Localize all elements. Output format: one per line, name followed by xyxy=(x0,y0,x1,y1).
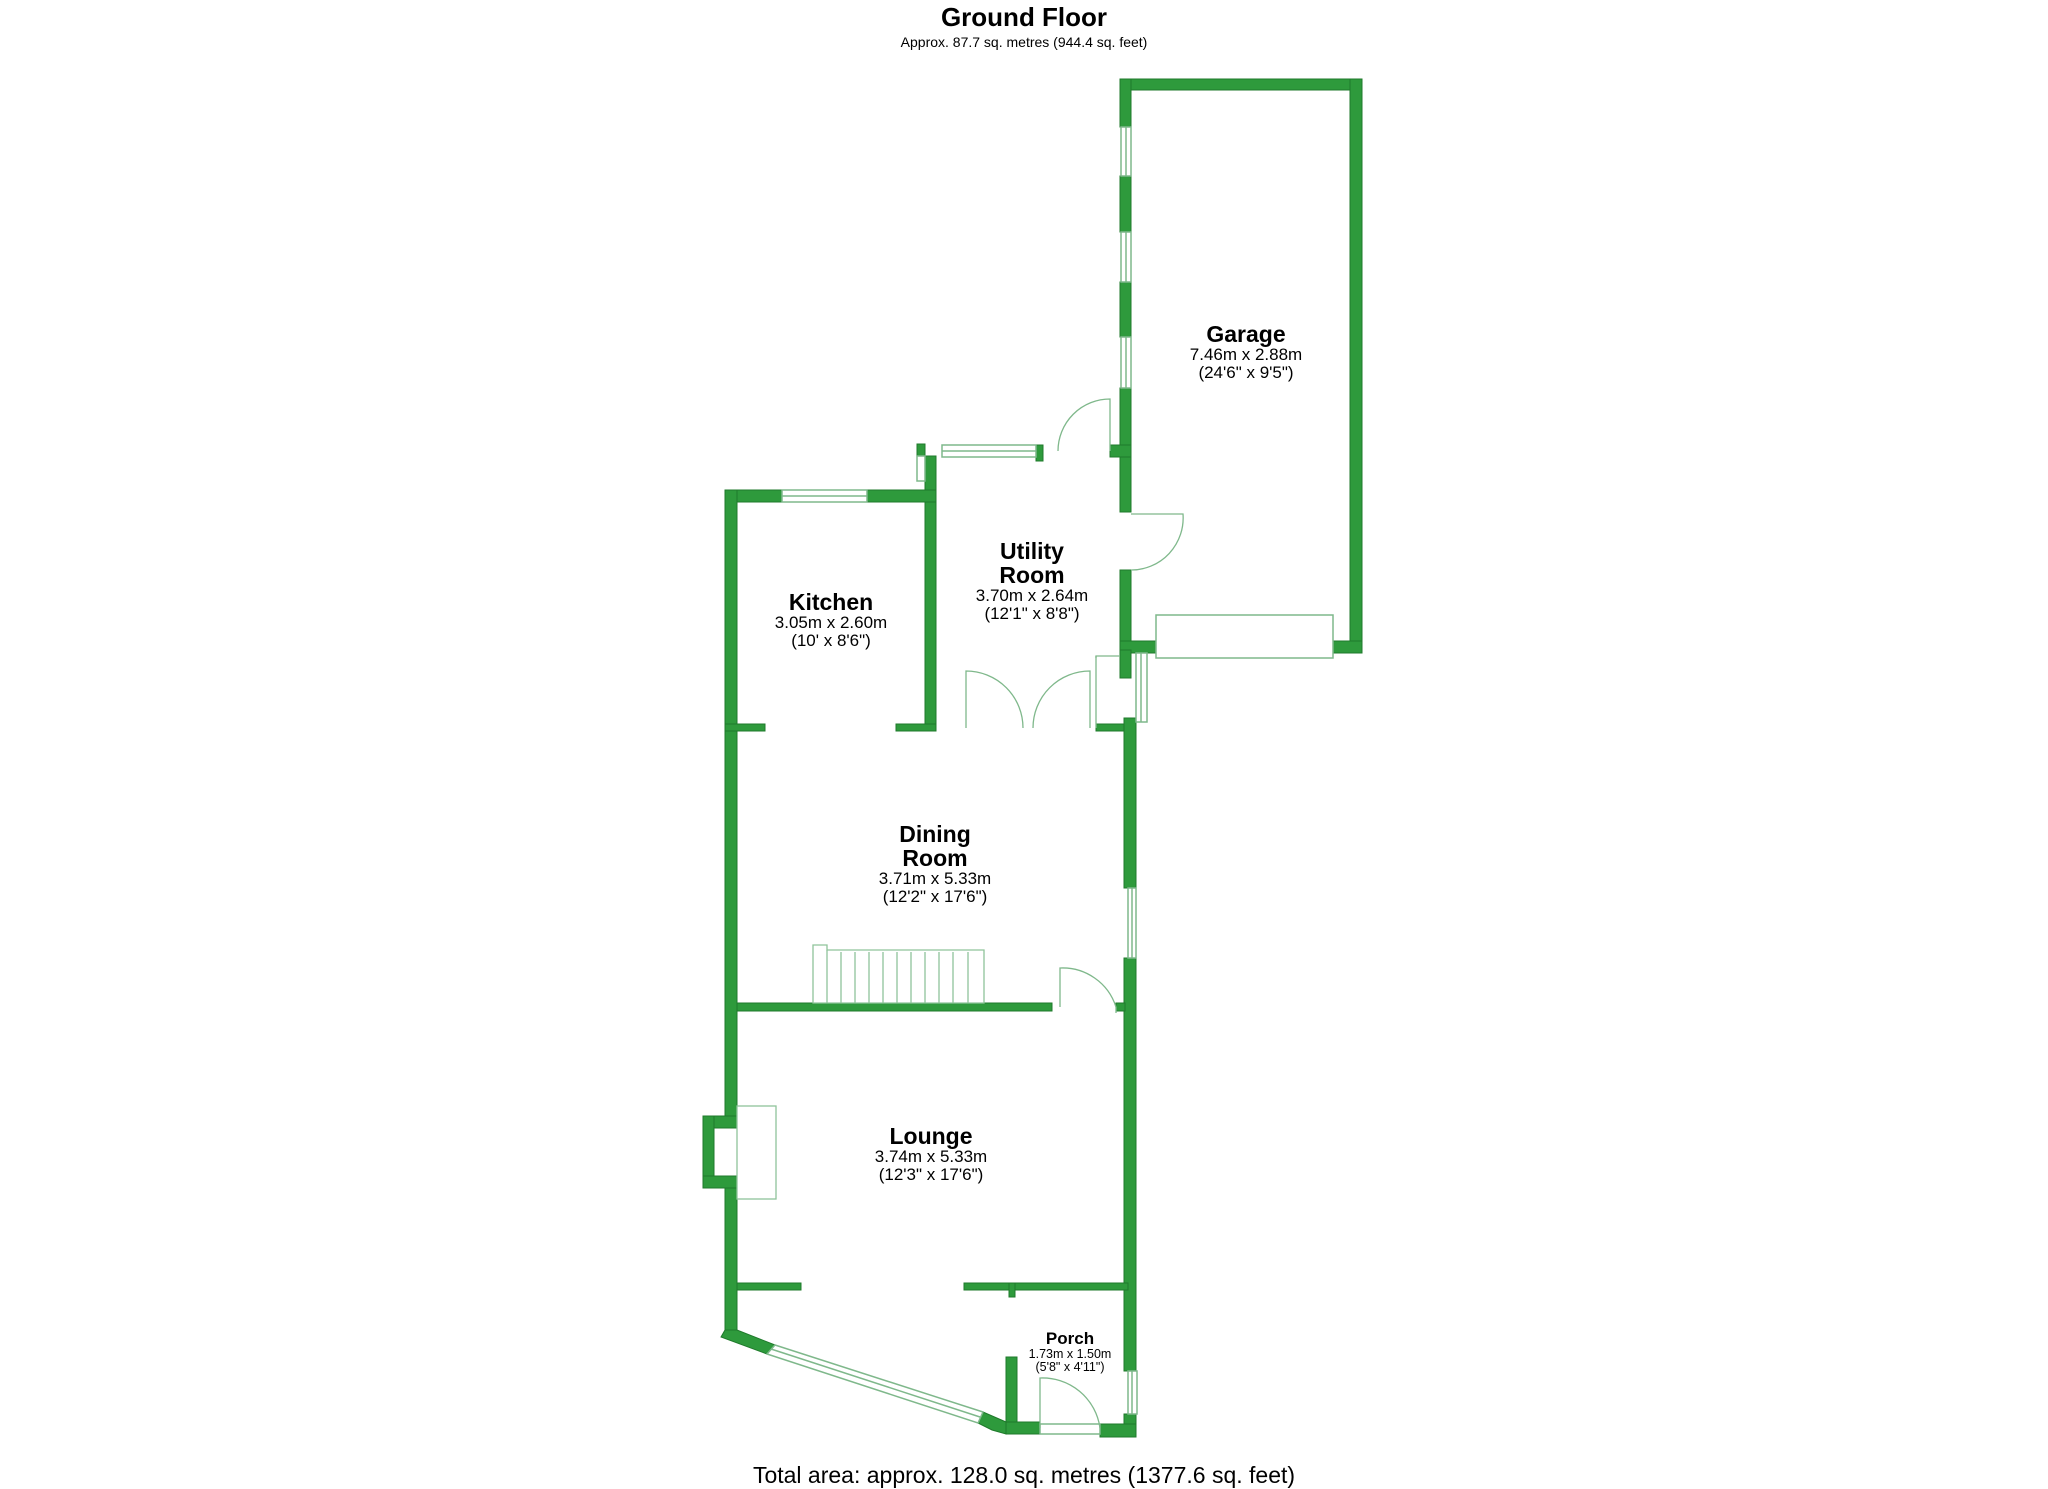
east-wall-1 xyxy=(1123,717,1137,889)
room-label-kitchen: Kitchen 3.05m x 2.60m (10' x 8'6") xyxy=(737,590,925,650)
bay-wall-corner-left xyxy=(720,1329,776,1355)
kitchen-wall-bottom-left xyxy=(724,723,766,732)
floor-title: Ground Floor xyxy=(940,2,1108,32)
room-name-line2: Room xyxy=(999,562,1065,589)
utility-back-door xyxy=(1057,398,1111,452)
room-imperial: (24'6" x 9'5") xyxy=(1198,362,1294,382)
utility-window-corner xyxy=(916,455,926,482)
kitchen-wall-top-right xyxy=(866,489,937,503)
room-imperial: (12'2" x 17'6") xyxy=(882,887,988,907)
kitchen-wall-bottom-right xyxy=(895,723,937,732)
room-name: Garage xyxy=(1206,321,1286,347)
lounge-door xyxy=(1059,967,1117,1013)
utility-wall-right-lower xyxy=(1119,649,1132,679)
room-name-line1: Utility xyxy=(1000,538,1064,564)
lounge-wall-bottom-left xyxy=(736,1282,802,1291)
garage-wall-left-3 xyxy=(1119,281,1132,338)
room-metric: 3.05m x 2.60m xyxy=(774,613,888,633)
utility-side-door xyxy=(1095,655,1120,728)
garage-wall-bottom-right xyxy=(1332,640,1363,654)
porch-wall-bottom-left xyxy=(1005,1421,1041,1435)
room-imperial: (10' x 8'6") xyxy=(791,630,871,650)
floor-area: Approx. 87.7 sq. metres (944.4 sq. feet) xyxy=(900,34,1148,50)
garage-internal-door xyxy=(1130,513,1184,571)
west-wall-lower xyxy=(724,1185,738,1338)
porch-wall-bottom-right xyxy=(1099,1423,1137,1438)
room-name-line2: Room xyxy=(902,845,968,872)
utility-wall-pier xyxy=(1109,444,1132,458)
staircase-outline xyxy=(812,944,985,1004)
total-area: Total area: approx. 128.0 sq. metres (13… xyxy=(752,1462,1296,1488)
utility-wall-top-mid xyxy=(916,443,926,457)
fireplace-hearth xyxy=(736,1105,777,1200)
porch-door xyxy=(1039,1377,1101,1429)
bay-window xyxy=(765,1344,985,1424)
room-label-porch: Porch 1.73m x 1.50m (5'8" x 4'11") xyxy=(1014,1330,1126,1374)
porch-wall-stub xyxy=(1008,1282,1016,1298)
garage-door xyxy=(1155,614,1334,659)
room-imperial: (5'8" x 4'11") xyxy=(1035,1359,1105,1374)
room-name: Kitchen xyxy=(788,589,874,615)
west-wall-upper xyxy=(724,489,738,1119)
room-metric: 1.73m x 1.50m xyxy=(1028,1346,1112,1361)
east-wall-2 xyxy=(1123,957,1137,1372)
garage-wall-left-2 xyxy=(1119,175,1132,233)
room-metric: 7.46m x 2.88m xyxy=(1189,345,1303,365)
room-metric: 3.70m x 2.64m xyxy=(975,586,1089,606)
dining-lounge-partition xyxy=(736,1002,1053,1012)
porch-front-door xyxy=(1039,1423,1101,1435)
garage-wall-left-1 xyxy=(1119,78,1132,128)
utility-wall-top-right xyxy=(1035,444,1044,462)
chimney-breast-bottom xyxy=(702,1175,738,1189)
porch-wall-top xyxy=(963,1282,1129,1291)
room-name: Lounge xyxy=(889,1123,973,1149)
room-imperial: (12'1" x 8'8") xyxy=(984,604,1080,624)
room-metric: 3.74m x 5.33m xyxy=(874,1147,988,1167)
dining-double-door-right xyxy=(1032,670,1091,729)
room-imperial: (12'3" x 17'6") xyxy=(878,1164,984,1184)
dining-lounge-partition-right xyxy=(1115,1002,1126,1012)
room-label-dining: Dining Room 3.71m x 5.33m (12'2" x 17'6"… xyxy=(830,822,1040,906)
room-label-utility: Utility Room 3.70m x 2.64m (12'1" x 8'8"… xyxy=(937,539,1127,623)
room-label-garage: Garage 7.46m x 2.88m (24'6" x 9'5") xyxy=(1140,322,1352,382)
room-name: Porch xyxy=(1045,1329,1095,1348)
room-name-line1: Dining xyxy=(899,821,971,847)
dining-double-door-left xyxy=(965,670,1024,729)
room-metric: 3.71m x 5.33m xyxy=(878,869,992,889)
garage-wall-top xyxy=(1119,78,1363,91)
room-label-lounge: Lounge 3.74m x 5.33m (12'3" x 17'6") xyxy=(826,1124,1036,1184)
